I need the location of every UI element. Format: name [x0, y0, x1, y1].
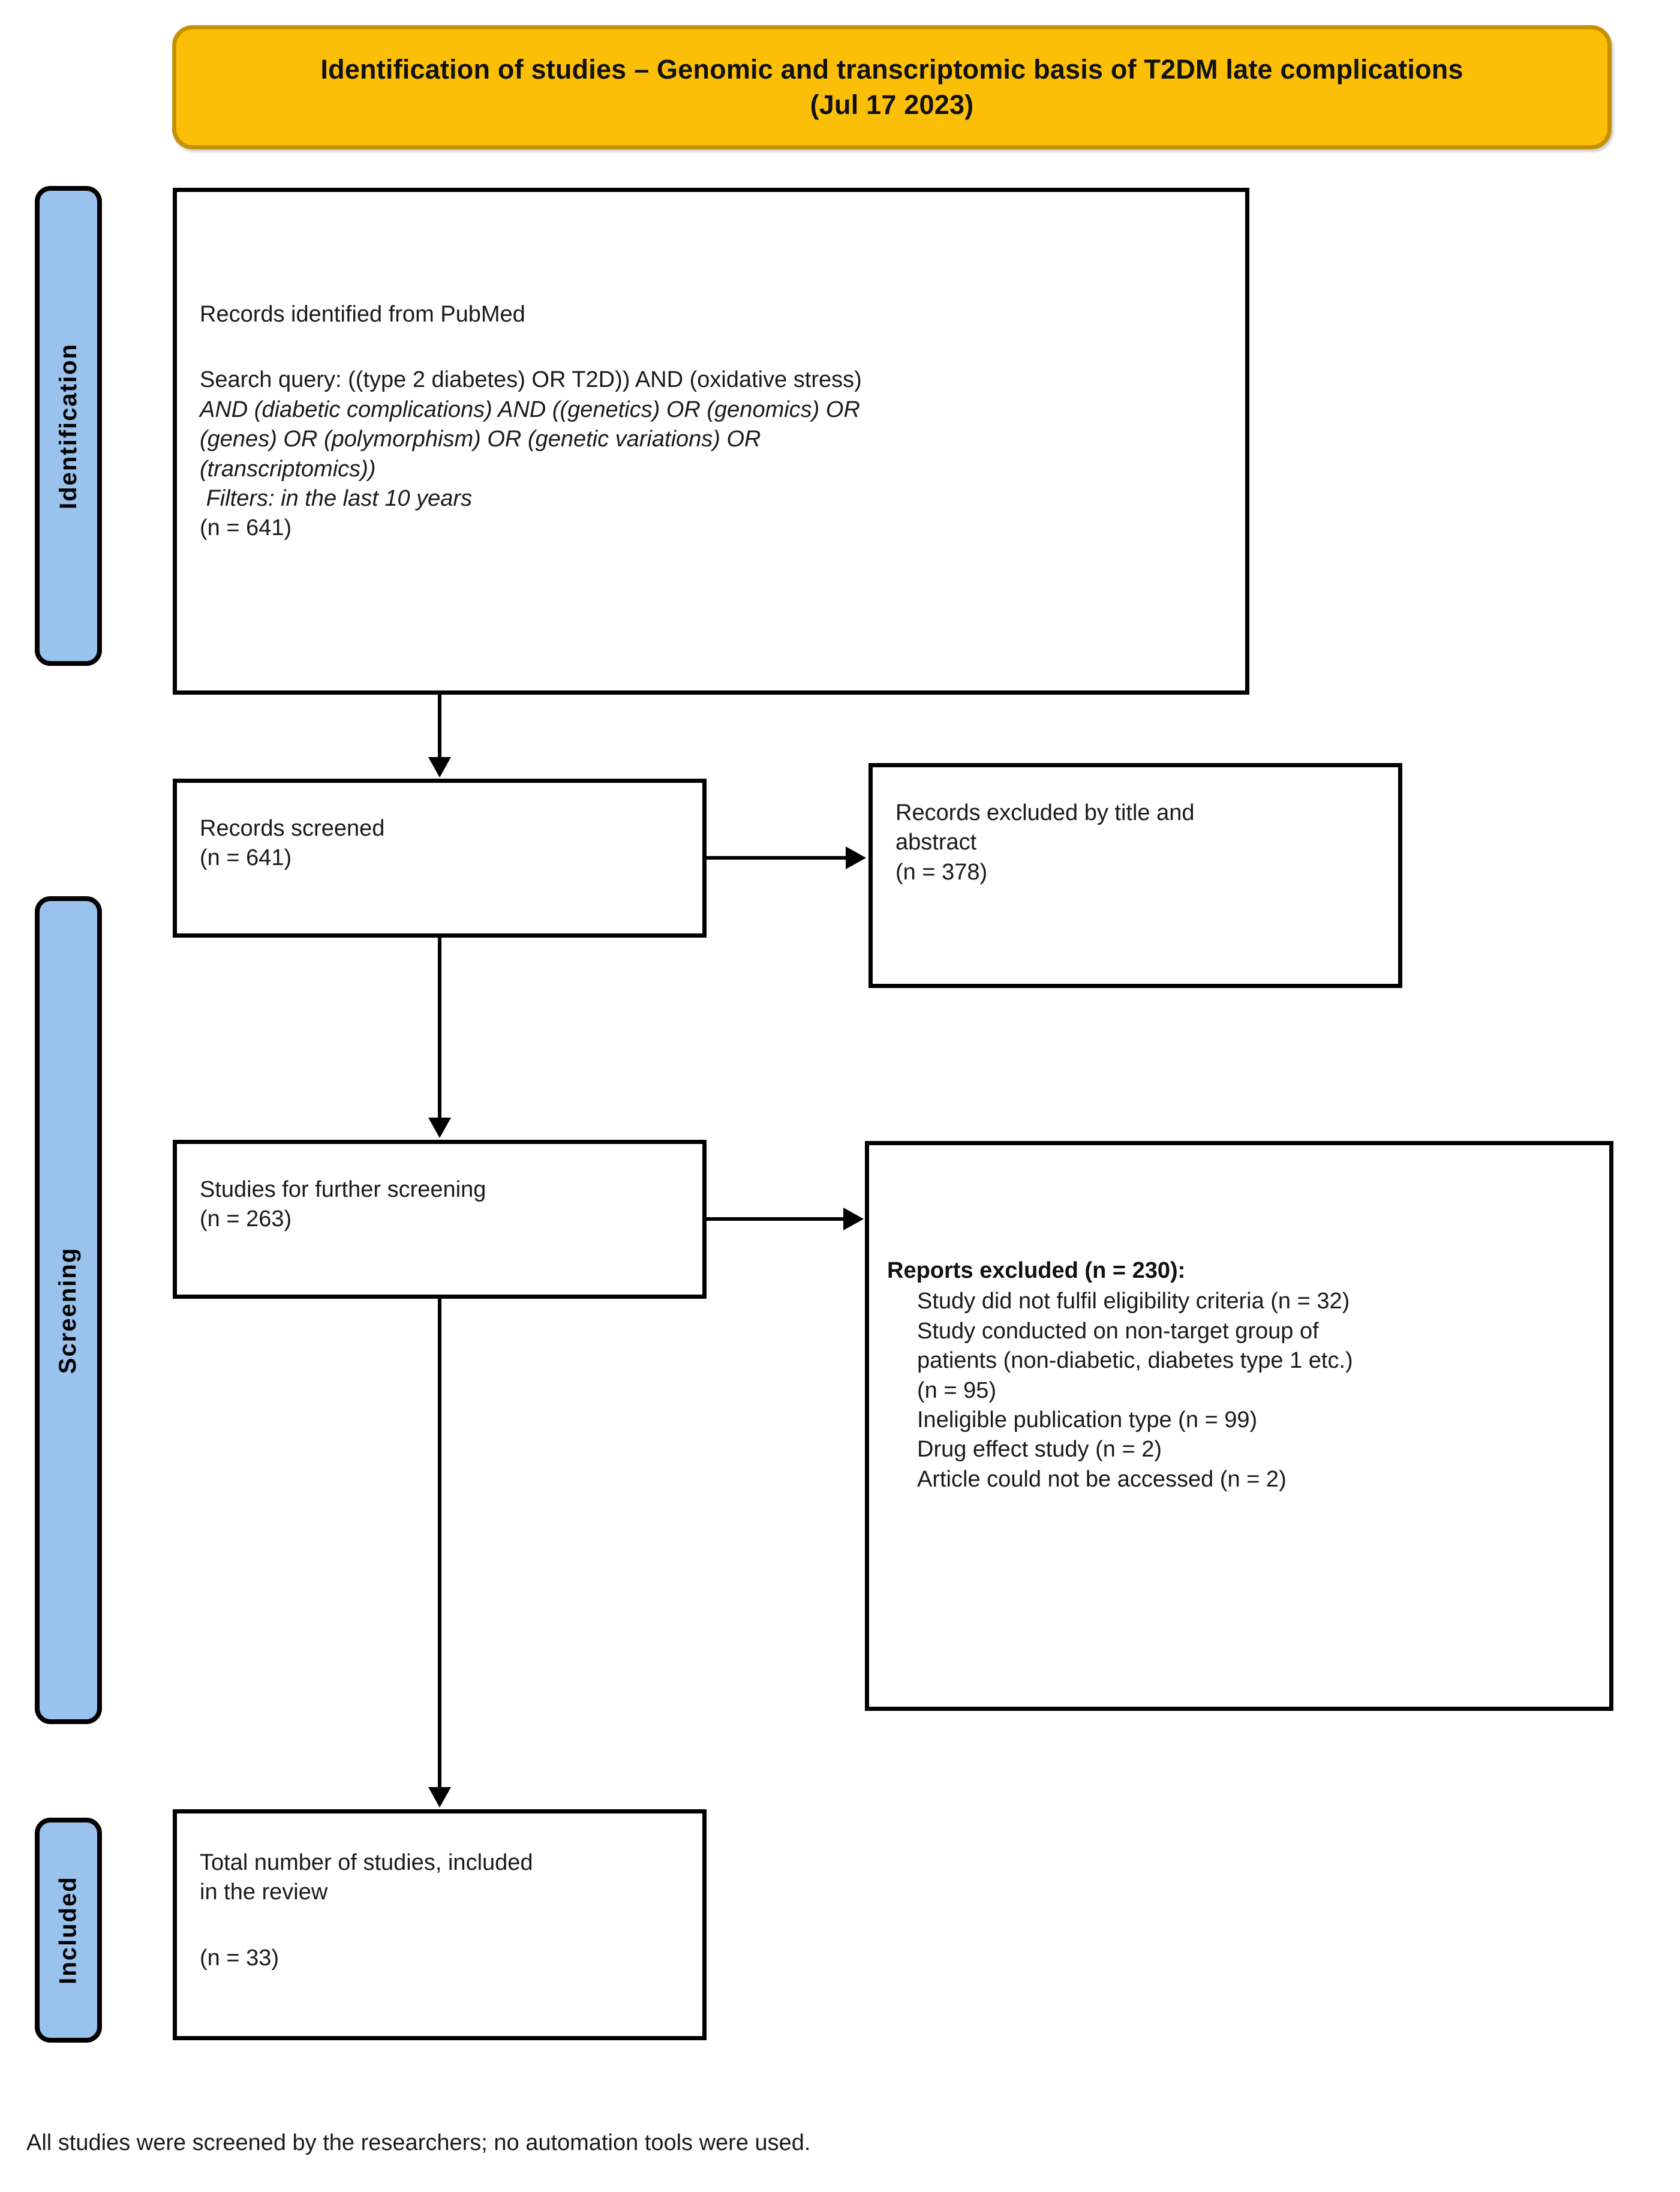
stage-pill-identification: Identification	[35, 186, 102, 666]
stage-label-identification: Identification	[55, 343, 82, 509]
records-screened-count: (n = 641)	[200, 845, 292, 871]
arrow-further-to-reports-excluded	[843, 1208, 864, 1230]
stage-label-included: Included	[55, 1876, 82, 1984]
records-identified-heading: Records identified from PubMed	[200, 302, 525, 327]
search-query-prefix: Search query:	[200, 367, 348, 393]
stage-label-screening: Screening	[55, 1247, 82, 1374]
box-reports-excluded: Reports excluded (n = 230): Study did no…	[865, 1141, 1613, 1711]
reports-excluded-item: (n = 95)	[917, 1377, 997, 1403]
box-records-screened: Records screened (n = 641)	[173, 779, 707, 938]
arrow-further-to-included	[428, 1787, 451, 1807]
search-query-term-1: ((type 2 diabetes) OR T2D)) AND (oxidati…	[348, 367, 862, 393]
reports-excluded-item: Study did not fulfil eligibility criteri…	[917, 1289, 1350, 1314]
arrow-identified-to-screened	[428, 757, 451, 777]
diagram-title-banner: Identification of studies – Genomic and …	[172, 25, 1612, 149]
box-studies-further-screening: Studies for further screening (n = 263)	[173, 1140, 707, 1299]
diagram-footnote: All studies were screened by the researc…	[26, 2130, 811, 2155]
stage-pill-screening: Screening	[35, 896, 102, 1724]
diagram-title-text: Identification of studies – Genomic and …	[320, 52, 1463, 122]
included-label-line-2: in the review	[200, 1879, 328, 1905]
search-query-line-4: (transcriptomics))	[200, 456, 376, 482]
identified-spacer	[200, 329, 1227, 365]
connector-identified-to-screened	[438, 695, 441, 758]
reports-excluded-item: Article could not be accessed (n = 2)	[917, 1466, 1287, 1492]
search-filters-line: Filters: in the last 10 years	[200, 485, 473, 511]
connector-further-to-included	[438, 1299, 441, 1788]
search-query-line-2: AND (diabetic complications) AND ((genet…	[200, 397, 860, 422]
connector-further-to-reports-excluded	[707, 1217, 846, 1221]
search-query-line-3: (genes) OR (polymorphism) OR (genetic va…	[200, 427, 761, 452]
stage-pill-included: Included	[35, 1818, 102, 2043]
records-excluded-count: (n = 378)	[895, 859, 988, 885]
reports-excluded-item: Ineligible publication type (n = 99)	[917, 1407, 1258, 1433]
title-line-1: Identification of studies – Genomic and …	[320, 54, 1463, 85]
reports-excluded-item: patients (non-diabetic, diabetes type 1 …	[917, 1348, 1353, 1374]
box-records-excluded-title-abstract: Records excluded by title and abstract (…	[868, 763, 1402, 988]
further-screening-label: Studies for further screening	[200, 1177, 486, 1202]
included-spacer	[200, 1908, 684, 1944]
connector-screened-to-excluded	[707, 856, 848, 860]
records-identified-count: (n = 641)	[200, 515, 292, 541]
further-screening-count: (n = 263)	[200, 1206, 292, 1232]
reports-excluded-item: Study conducted on non-target group of	[917, 1318, 1319, 1344]
records-screened-label: Records screened	[200, 816, 385, 841]
search-query-line-1: Search query: ((type 2 diabetes) OR T2D)…	[200, 365, 1227, 395]
connector-screened-to-further	[438, 938, 441, 1119]
arrow-screened-to-excluded	[846, 846, 866, 869]
included-label-line-1: Total number of studies, included	[200, 1850, 533, 1875]
box-total-studies-included: Total number of studies, included in the…	[173, 1809, 707, 2040]
reports-excluded-item: Drug effect study (n = 2)	[917, 1437, 1162, 1463]
reports-excluded-heading: Reports excluded (n = 230):	[887, 1258, 1186, 1283]
title-line-2: (Jul 17 2023)	[810, 89, 974, 120]
included-total-count: (n = 33)	[200, 1945, 280, 1971]
box-records-identified: Records identified from PubMed Search qu…	[173, 188, 1249, 695]
records-excluded-label-line-2: abstract	[895, 830, 977, 855]
arrow-screened-to-further	[428, 1118, 451, 1138]
records-excluded-label-line-1: Records excluded by title and	[895, 800, 1195, 825]
